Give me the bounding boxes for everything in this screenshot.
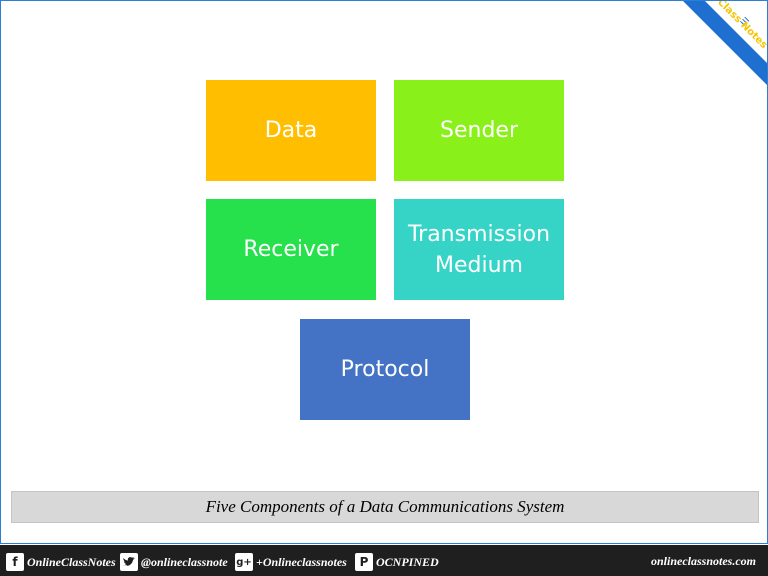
component-receiver-label: Receiver (243, 237, 339, 262)
logo-ribbon (683, 1, 767, 87)
ribbon-shape (683, 1, 767, 85)
googleplus-icon: g+ (235, 553, 253, 571)
slide: Online Class Notes Data Sender Receiver … (0, 0, 768, 544)
component-data-label: Data (264, 118, 318, 143)
twitter-label: @onlineclassnote (141, 554, 228, 569)
twitter-icon (120, 553, 138, 571)
component-medium-label-line1: Transmission (407, 221, 551, 247)
footer-twitter-link[interactable]: @onlineclassnote (120, 553, 228, 571)
footer-site-link[interactable]: onlineclassnotes.com (650, 554, 756, 568)
footer-facebook-link[interactable]: f OnlineClassNotes (6, 553, 116, 571)
component-protocol-label: Protocol (340, 357, 430, 382)
component-protocol-box: Protocol (300, 319, 470, 420)
caption-bar: Five Components of a Data Communications… (11, 491, 759, 523)
diagram-caption: Five Components of a Data Communications… (205, 497, 565, 516)
component-sender-box: Sender (394, 80, 564, 181)
pinterest-icon: P (355, 553, 373, 571)
component-medium-box: Transmission Medium (394, 199, 564, 300)
googleplus-label: +Onlineclassnotes (256, 554, 347, 569)
footer-pinterest-link[interactable]: P OCNPINED (355, 553, 439, 571)
footer-googleplus-link[interactable]: g+ +Onlineclassnotes (235, 553, 347, 571)
component-medium-label-line2: Medium (435, 252, 523, 278)
pinterest-label: OCNPINED (376, 554, 439, 569)
facebook-label: OnlineClassNotes (27, 554, 116, 569)
component-data-box: Data (206, 80, 376, 181)
component-receiver-box: Receiver (206, 199, 376, 300)
facebook-icon: f (6, 553, 24, 571)
notebook-icon (735, 13, 753, 31)
component-sender-label: Sender (440, 118, 518, 143)
